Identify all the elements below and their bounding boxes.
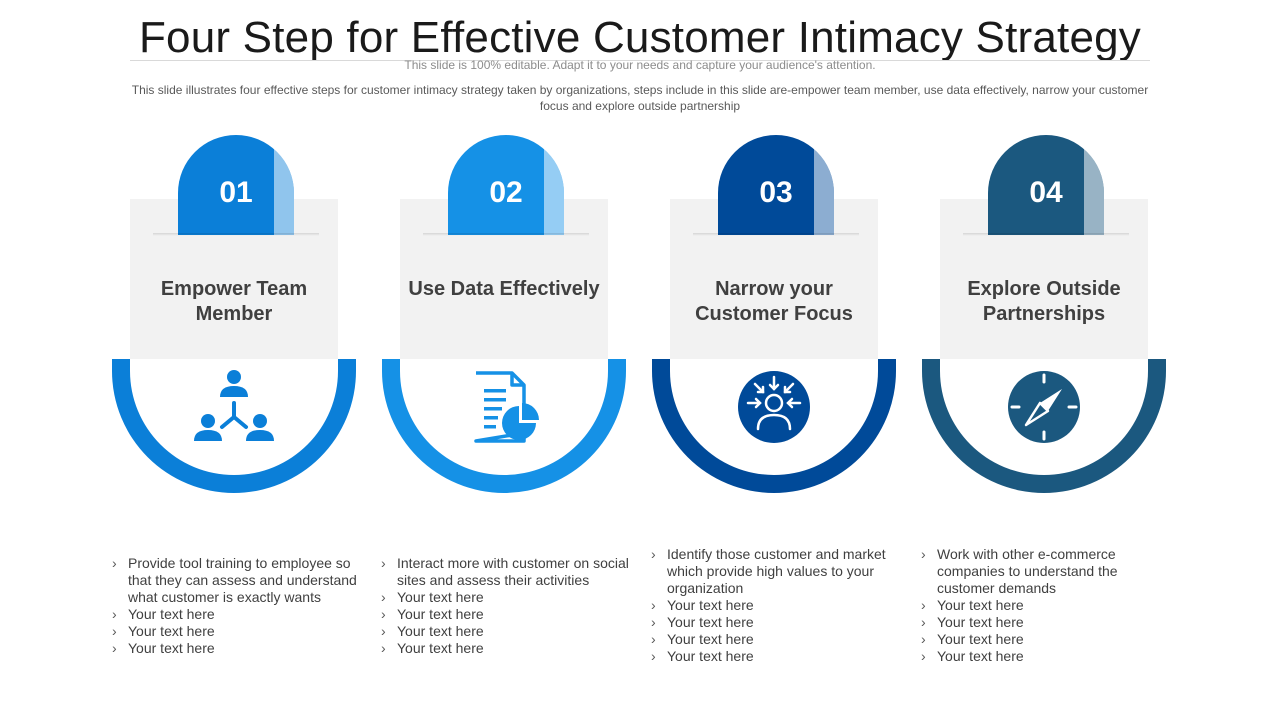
team-hierarchy-icon	[194, 370, 274, 441]
step-card-3: 03 Narrow your Customer Focus	[651, 135, 901, 495]
step-title: Use Data Effectively	[408, 278, 600, 300]
list-item: Identify those customer and market which…	[649, 546, 899, 597]
list-item: Your text here	[649, 614, 899, 631]
list-item: Your text here	[110, 640, 365, 657]
step-bowl	[112, 359, 356, 493]
list-item: Your text here	[110, 623, 365, 640]
step-title: Explore Outside Partnerships	[967, 278, 1121, 325]
page-title: Four Step for Effective Customer Intimac…	[138, 13, 1142, 62]
step-title: Empower Team Member	[160, 278, 308, 325]
list-item: Your text here	[379, 640, 637, 657]
slide-description: This slide illustrates four effective st…	[131, 83, 1149, 113]
customer-focus-icon	[738, 371, 810, 443]
step-tab	[448, 135, 564, 235]
step-1-bullets: Provide tool training to employee so tha…	[110, 555, 365, 657]
step-number: 01	[219, 176, 253, 209]
list-item: Your text here	[919, 614, 1154, 631]
step-tab	[988, 135, 1104, 235]
step-2-bullets: Interact more with customer on social si…	[379, 555, 637, 657]
step-3-bullets: Identify those customer and market which…	[649, 546, 899, 665]
step-tab	[718, 135, 834, 235]
list-item: Your text here	[379, 606, 637, 623]
step-number: 03	[759, 176, 793, 209]
step-bowl	[382, 359, 626, 493]
list-item: Your text here	[649, 648, 899, 665]
title-divider	[130, 60, 1150, 61]
step-card-4: 04 Explore Outside Partnerships	[921, 135, 1171, 495]
editable-note: This slide is 100% editable. Adapt it to…	[404, 58, 876, 72]
step-title: Narrow your Customer Focus	[695, 278, 853, 325]
step-bowl	[652, 359, 896, 493]
list-item: Your text here	[110, 606, 365, 623]
list-item: Work with other e-commerce companies to …	[919, 546, 1154, 597]
step-bowl	[922, 359, 1166, 493]
data-report-icon	[474, 371, 539, 443]
step-card-2: 02 Use Data Effectively	[381, 135, 631, 495]
list-item: Your text here	[919, 631, 1154, 648]
step-tab	[178, 135, 294, 235]
list-item: Your text here	[919, 597, 1154, 614]
step-card-1: 01 Empower Team Member	[111, 135, 361, 495]
list-item: Your text here	[379, 623, 637, 640]
compass-icon	[1008, 371, 1080, 443]
step-number: 04	[1029, 176, 1063, 209]
list-item: Provide tool training to employee so tha…	[110, 555, 365, 606]
list-item: Your text here	[379, 589, 637, 606]
list-item: Your text here	[649, 631, 899, 648]
list-item: Interact more with customer on social si…	[379, 555, 637, 589]
list-item: Your text here	[919, 648, 1154, 665]
step-4-bullets: Work with other e-commerce companies to …	[919, 546, 1154, 665]
step-number: 02	[489, 176, 523, 209]
list-item: Your text here	[649, 597, 899, 614]
